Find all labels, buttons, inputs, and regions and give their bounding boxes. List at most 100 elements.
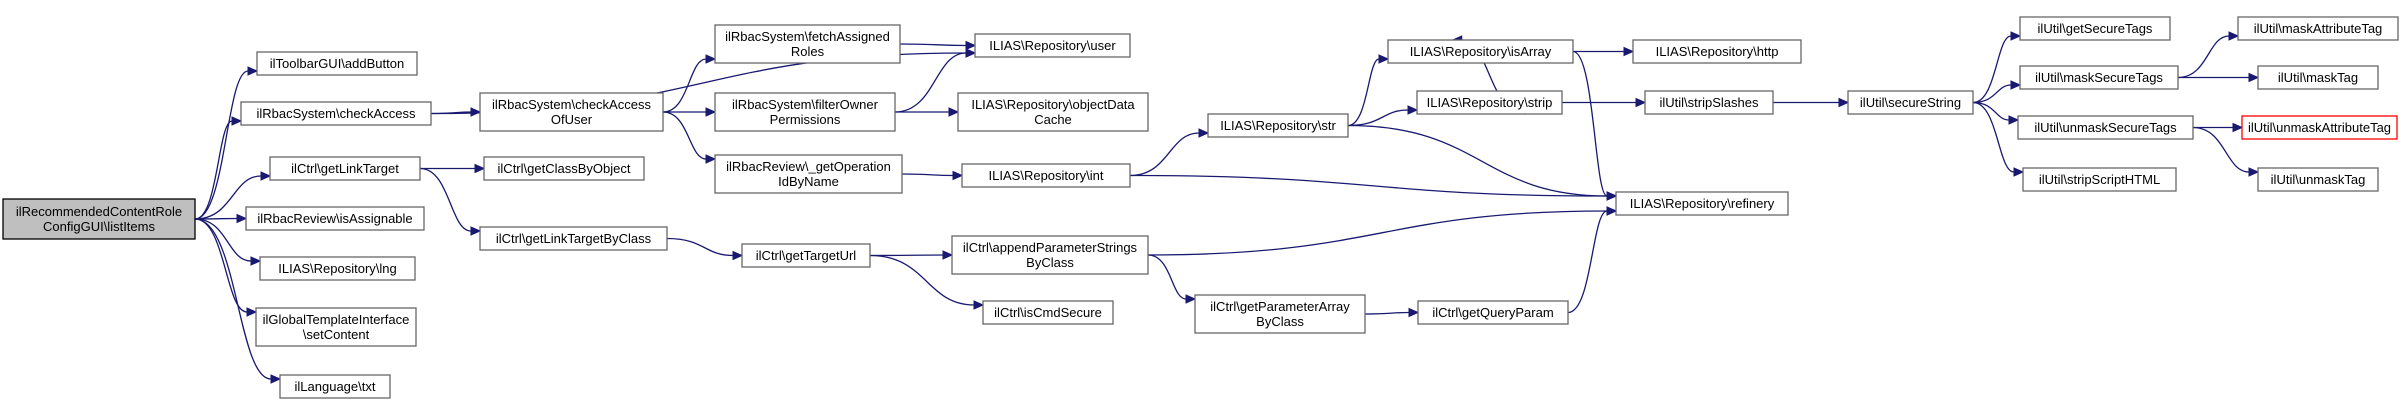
node-repo-int[interactable]: ILIAS\Repository\int xyxy=(961,163,1131,188)
node-repo-user[interactable]: ILIAS\Repository\user xyxy=(974,33,1131,58)
node-ctrl-getlinktargetbyclass[interactable]: ilCtrl\getLinkTargetByClass xyxy=(479,226,668,251)
node-label: Roles xyxy=(791,44,825,59)
node-repo-str[interactable]: ILIAS\Repository\str xyxy=(1207,113,1349,138)
node-template-setcontent[interactable]: ilGlobalTemplateInterface\setContent xyxy=(255,307,417,347)
node-box xyxy=(1615,191,1789,216)
edge-line xyxy=(2177,35,2230,79)
node-label: ILIAS\Repository\objectData xyxy=(971,97,1135,112)
node-repo-refinery[interactable]: ILIAS\Repository\refinery xyxy=(1615,191,1789,216)
node-util-unmaskattributetag[interactable]: ilUtil\unmaskAttributeTag xyxy=(2241,115,2398,140)
edge-util-securestring-to-util-masksecuretags xyxy=(1972,80,2022,104)
arrowhead xyxy=(246,307,258,317)
node-box xyxy=(974,33,1131,58)
arrowhead xyxy=(705,154,717,164)
node-rbacreview-isassignable[interactable]: ilRbacReview\isAssignable xyxy=(245,206,425,231)
node-box xyxy=(479,226,668,251)
node-box xyxy=(259,256,416,281)
node-box xyxy=(2257,167,2379,192)
edge-line xyxy=(869,254,975,306)
node-label: ilCtrl\appendParameterStrings xyxy=(963,240,1138,255)
edge-rbac-fetchassignedroles-to-repo-user xyxy=(899,40,977,51)
node-ctrl-iscmdsecure[interactable]: ilCtrl\isCmdSecure xyxy=(982,300,1114,325)
node-ctrl-getlinktarget[interactable]: ilCtrl\getLinkTarget xyxy=(269,156,421,181)
node-ctrl-getclassbyobject[interactable]: ilCtrl\getClassByObject xyxy=(483,156,645,181)
edge-root-to-language-txt xyxy=(194,218,282,384)
node-label: ilCtrl\getQueryParam xyxy=(1432,305,1553,320)
node-label: ilUtil\maskAttributeTag xyxy=(2254,21,2383,36)
node-box xyxy=(255,307,417,347)
edge-line xyxy=(894,52,967,113)
edge-rbac-checkaccessofuser-to-rbac-fetchassignedroles xyxy=(662,54,717,113)
node-util-getsecuretags[interactable]: ilUtil\getSecureTags xyxy=(2019,16,2171,41)
node-label: ByClass xyxy=(1256,314,1304,329)
edge-repo-str-to-repo-refinery xyxy=(1347,124,1618,201)
node-box xyxy=(256,51,418,76)
node-repo-strip[interactable]: ILIAS\Repository\strip xyxy=(1416,90,1563,115)
node-ctrl-getqueryparam[interactable]: ilCtrl\getQueryParam xyxy=(1417,300,1569,325)
node-util-unmasksecuretags[interactable]: ilUtil\unmaskSecureTags xyxy=(2017,115,2194,140)
node-repo-lng[interactable]: ILIAS\Repository\lng xyxy=(259,256,416,281)
node-label: ilCtrl\getTargetUrl xyxy=(756,248,857,263)
node-label: ILIAS\Repository\strip xyxy=(1427,95,1553,110)
node-box xyxy=(2257,65,2379,90)
node-util-unmasktag[interactable]: ilUtil\unmaskTag xyxy=(2257,167,2379,192)
node-label: ConfigGUI\listItems xyxy=(43,219,155,234)
node-toolbar-addbutton[interactable]: ilToolbarGUI\addButton xyxy=(256,51,418,76)
arrowhead xyxy=(1378,54,1390,64)
arrowhead xyxy=(236,213,248,224)
node-label: ilCtrl\isCmdSecure xyxy=(994,305,1102,320)
edge-line xyxy=(1572,50,1608,197)
edge-rbac-filterownerpermissions-to-repo-objectdatacache xyxy=(895,107,960,117)
node-box xyxy=(279,374,391,399)
node-util-masksecuretags[interactable]: ilUtil\maskSecureTags xyxy=(2019,65,2179,90)
node-language-txt[interactable]: ilLanguage\txt xyxy=(279,374,391,399)
node-label: ilCtrl\getClassByObject xyxy=(498,161,631,176)
arrowhead xyxy=(231,116,243,126)
node-box xyxy=(1194,294,1366,334)
node-label: ilUtil\stripScriptHTML xyxy=(2039,172,2160,187)
edge-repo-strip-to-util-stripslashes xyxy=(1562,97,1647,108)
edge-line xyxy=(194,218,272,380)
edge-root-to-ctrl-getlinktarget xyxy=(194,171,272,220)
arrowhead xyxy=(2248,167,2260,177)
node-box xyxy=(2241,115,2398,140)
node-util-maskattributetag[interactable]: ilUtil\maskAttributeTag xyxy=(2237,16,2399,41)
node-ctrl-gettargeturl[interactable]: ilCtrl\getTargetUrl xyxy=(741,243,871,268)
node-box xyxy=(2022,167,2177,192)
edge-line xyxy=(194,218,248,313)
arrowhead xyxy=(2010,80,2022,90)
node-box xyxy=(1207,113,1349,138)
arrowhead xyxy=(470,226,482,236)
edge-line xyxy=(194,217,238,220)
arrowhead xyxy=(2010,31,2022,41)
node-rbac-checkaccess[interactable]: ilRbacSystem\checkAccess xyxy=(240,101,432,126)
edge-line xyxy=(662,58,707,113)
node-box xyxy=(714,154,903,194)
node-repo-http[interactable]: ILIAS\Repository\http xyxy=(1632,39,1802,64)
node-label: ilToolbarGUI\addButton xyxy=(270,56,404,71)
node-util-masktag[interactable]: ilUtil\maskTag xyxy=(2257,65,2379,90)
edge-repo-str-to-repo-strip xyxy=(1347,105,1419,127)
arrowhead xyxy=(1606,206,1618,216)
arrowhead xyxy=(1623,46,1635,57)
node-repo-isarray[interactable]: ILIAS\Repository\isArray xyxy=(1387,39,1574,64)
node-util-securestring[interactable]: ilUtil\secureString xyxy=(1847,90,1974,115)
node-label: ilRbacSystem\filterOwner xyxy=(732,97,879,112)
node-box xyxy=(1632,39,1802,64)
edge-ctrl-appendparameterstringsbyclass-to-repo-refinery xyxy=(1147,206,1618,256)
node-label: ilUtil\maskSecureTags xyxy=(2035,70,2163,85)
node-box xyxy=(240,101,432,126)
node-root[interactable]: ilRecommendedContentRoleConfigGUI\listIt… xyxy=(2,198,196,240)
arrowhead xyxy=(1198,128,1210,138)
node-util-stripslashes[interactable]: ilUtil\stripSlashes xyxy=(1644,90,1774,115)
arrowhead xyxy=(1606,191,1618,201)
arrowhead xyxy=(470,107,482,117)
node-util-stripscripthtml[interactable]: ilUtil\stripScriptHTML xyxy=(2022,167,2177,192)
